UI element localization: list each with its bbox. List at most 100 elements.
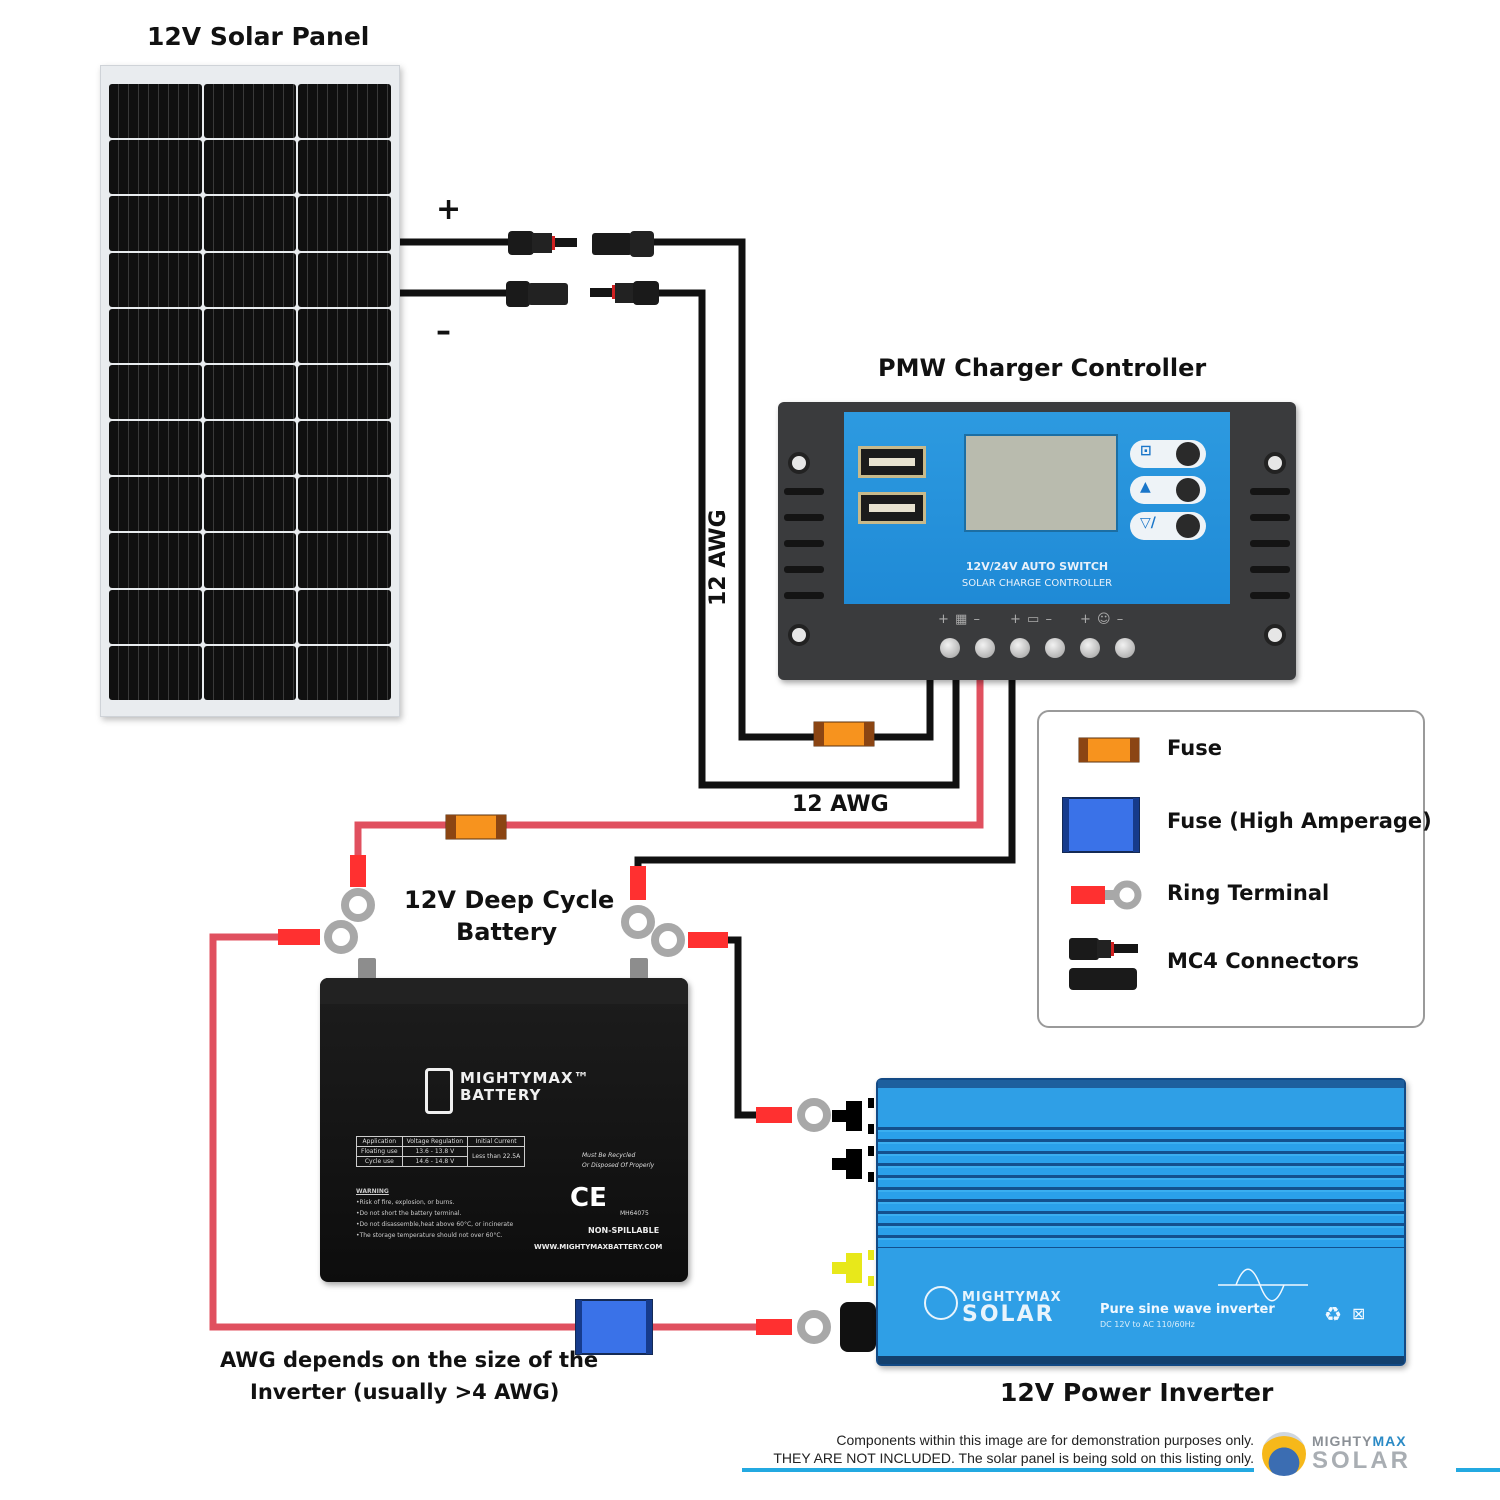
table-header: Voltage Regulation [401,1136,469,1147]
screw-terminal-load-neg [1115,638,1135,658]
battery-website: WWW.MIGHTYMAXBATTERY.COM [534,1243,663,1251]
controller-button-3[interactable]: ▽/ [1130,512,1206,540]
solar-cell [203,196,297,251]
logo-grey-part: MIGHTY [1312,1433,1373,1449]
battery-lid [320,978,688,1004]
warning-item: •Risk of fire, explosion, or burns. [356,1199,455,1206]
screw-terminal-solar-neg [975,638,995,658]
non-spillable-label: NON-SPILLABLE [588,1226,660,1235]
inverter-title: 12V Power Inverter [1000,1378,1274,1407]
negative-sign: – [436,314,451,349]
wire-panel-negative [398,289,960,789]
mc4-connector-negative-female [506,281,568,307]
vent-slot [1250,514,1290,521]
solar-cell [109,645,202,700]
legend-mc4-label: MC4 Connectors [1167,949,1359,973]
mount-hole-icon [1264,452,1286,474]
ring-terminal-inverter-pos [756,1310,831,1344]
controller-face: ⊡ ▲ ▽/ 12V/24V AUTO SWITCH SOLAR CHARGE … [844,412,1230,604]
vent-slot [1250,566,1290,573]
usb-port-2 [858,492,926,524]
battery-brand-line2: BATTERY [460,1086,542,1104]
legend-high-amp-fuse-label: Fuse (High Amperage) [1167,809,1432,833]
table-cell: Cycle use [356,1156,403,1167]
awg-label-vertical: 12 AWG [706,509,731,606]
wire-battery-positive [354,680,984,862]
warning-item: •Do not short the battery terminal. [356,1210,462,1217]
warning-item: •The storage temperature should not over… [356,1232,503,1239]
ring-terminal-battery-pos-left [278,920,358,954]
inverter-brand-line1: MIGHTYMAX [962,1290,1062,1305]
inverter-terminal-second [832,1146,874,1182]
controller-button-2[interactable]: ▲ [1130,476,1206,504]
fuse-battery-line [445,814,507,840]
solar-cell [109,421,202,476]
solar-cell [203,140,297,195]
mc4-connector-positive-female [592,231,654,257]
mount-hole-icon [788,452,810,474]
load-terminal-label: + ☺ – [1080,612,1125,627]
table-header: Initial Current [467,1136,526,1147]
mightymax-solar-sun-icon [1262,1432,1306,1476]
solar-cell [109,589,202,644]
controller-model-line2: SOLAR CHARGE CONTROLLER [961,578,1113,589]
footer-logo-top: MIGHTYMAX [1312,1433,1407,1449]
disclaimer-line1: Components within this image are for dem… [836,1432,1254,1448]
cert-code: MH64075 [620,1210,649,1217]
controller-model-line1: 12V/24V AUTO SWITCH [965,560,1109,573]
solar-cell [109,364,202,420]
wire-inverter-positive [209,933,760,1331]
footer-accent-bar [742,1468,1254,1472]
mount-hole-icon [788,624,810,646]
vent-slot [784,514,824,521]
solar-cell [203,364,297,420]
footer-logo-bottom: SOLAR [1312,1447,1411,1474]
solar-cell [203,589,297,644]
footer-accent-bar-right [1456,1468,1500,1472]
warning-title: WARNING [356,1188,389,1195]
solar-cell [203,252,297,307]
solar-cell [109,84,202,139]
solar-panel-title: 12V Solar Panel [147,22,370,51]
solar-cell [298,140,391,195]
legend: Fuse Fuse (High Amperage) Ring Terminal … [1037,710,1432,1028]
table-cell: Floating use [356,1146,403,1157]
ring-terminal-inverter-neg [756,1098,831,1132]
button-knob [1176,514,1200,538]
inverter-positive-post [840,1302,876,1352]
mc4-connector-positive-male [508,231,577,255]
battery-mode-icon: ⊡ [1140,443,1152,459]
mightymax-solar-logo-icon [924,1286,958,1320]
vent-slot [1250,592,1290,599]
deep-cycle-battery: MIGHTYMAX™ BATTERY Application Voltage R… [320,958,688,1282]
inverter-top-edge [878,1080,1404,1088]
battery-warnings: WARNING •Risk of fire, explosion, or bur… [356,1186,513,1241]
solar-cell [298,84,391,139]
solar-cell [109,140,202,195]
battery-brand-line1: MIGHTYMAX™ [460,1069,590,1087]
solar-cell [298,533,391,588]
weee-bin-icon: ⊠ [1352,1304,1366,1323]
solar-cell [298,589,391,644]
charge-controller: ⊡ ▲ ▽/ 12V/24V AUTO SWITCH SOLAR CHARGE … [778,402,1296,680]
recycle-note-line2: Or Disposed Of Properly [582,1162,655,1169]
controller-button-1[interactable]: ⊡ [1130,440,1206,468]
solar-cell [203,84,297,139]
battery-brand: MIGHTYMAX™ BATTERY [460,1070,590,1104]
inverter-terminal-negative [832,1098,874,1134]
awg-note-line1: AWG depends on the size of the [220,1348,599,1372]
legend-fuse-label: Fuse [1167,736,1222,760]
button-knob [1176,478,1200,502]
solar-cell [109,477,202,532]
mc4-connector-icon [1069,938,1138,990]
fuse-icon [1078,737,1140,763]
lcd-display [964,434,1118,532]
warning-item: •Do not disassemble,heat above 60°C, or … [356,1221,514,1228]
screw-terminal-solar-pos [940,638,960,658]
solar-cell [203,308,297,363]
solar-cell [109,308,202,363]
awg-label-horizontal: 12 AWG [792,792,889,817]
mount-hole-icon [1264,624,1286,646]
solar-cell [203,477,297,532]
